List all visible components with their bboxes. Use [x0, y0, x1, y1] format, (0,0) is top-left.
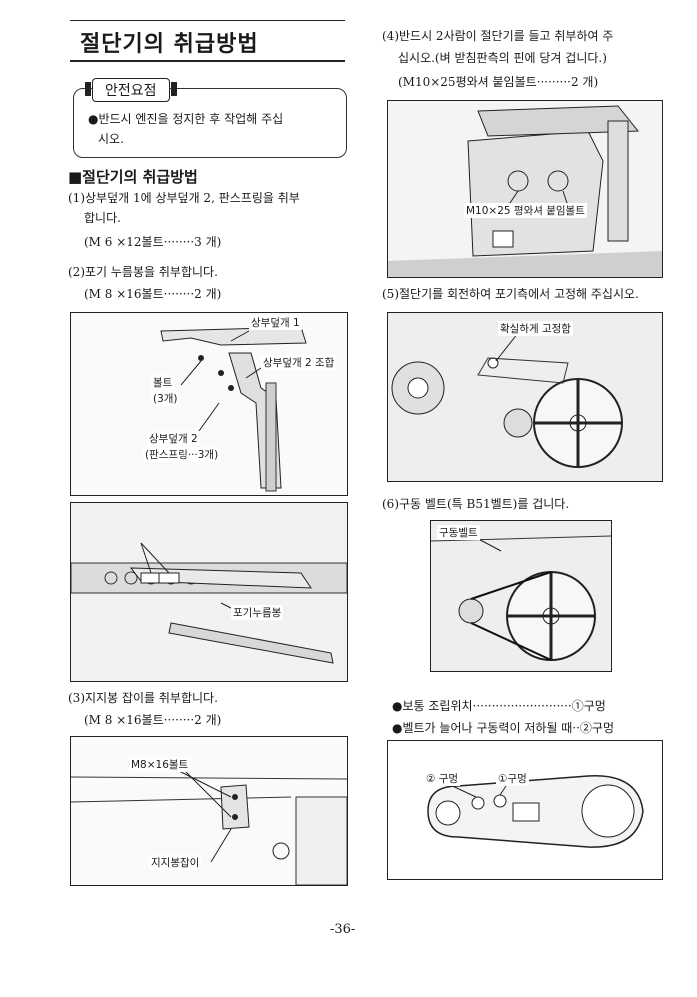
- step5-line1: (5)절단기를 회전하여 포기측에서 고정해 주십시오.: [382, 287, 639, 301]
- note-belt-stretch: ●벨트가 늘어나 구동력이 저하될 때··②구멍: [392, 721, 614, 735]
- figure-cutter-mount: M10×25 평와셔 붙임볼트: [387, 100, 663, 278]
- safety-line-1: ●반드시 엔진을 정지한 후 작업해 주십: [88, 112, 284, 126]
- figure-cover-assembly: 상부덮개 1 상부덮개 2 조합 볼트 (3개) 상부덮개 2 (판스프링···…: [70, 312, 348, 496]
- step4-parts: (M10×25평와셔 붙임볼트·········2 개): [398, 75, 599, 89]
- title-bottom-rule: [70, 60, 345, 62]
- safety-line-2: 시오.: [98, 132, 124, 146]
- step1-parts: (M 6 ×12볼트········3 개): [84, 235, 222, 249]
- label-m8-bolt: M8×16볼트: [129, 757, 191, 772]
- label-cover-2: 상부덮개 2: [147, 431, 200, 446]
- figure-belt-cover-holes: ② 구멍 ①구멍: [387, 740, 663, 880]
- figure-cutter-fix: 확실하게 고정함: [387, 312, 663, 482]
- step1-line2: 합니다.: [84, 211, 121, 225]
- step4-line2: 십시오.(벼 받침판측의 핀에 당겨 겁니다.): [398, 51, 607, 65]
- label-hole-2: ② 구멍: [424, 771, 461, 786]
- step3-line1: (3)지지봉 잡이를 취부합니다.: [68, 691, 218, 705]
- cutter-fix-drawing: [388, 313, 662, 481]
- note-normal-position: ●보통 조립위치··························①구멍: [392, 699, 606, 713]
- support-grip-drawing: [71, 737, 347, 885]
- label-hole-1: ①구멍: [496, 771, 529, 786]
- safety-badge: 안전요점: [85, 78, 177, 102]
- label-support-grip: 지지봉잡이: [149, 855, 202, 870]
- belt-cover-holes-drawing: [427, 775, 644, 848]
- step4-line1: (4)반드시 2사람이 절단기를 들고 취부하여 주: [382, 29, 614, 43]
- step3-parts: (M 8 ×16볼트········2 개): [84, 713, 222, 727]
- step6-line1: (6)구동 벨트(특 B51벨트)를 겁니다.: [382, 497, 570, 511]
- figure-support-grip: M8×16볼트 지지봉잡이: [70, 736, 348, 886]
- label-fix-firmly: 확실하게 고정함: [498, 321, 573, 336]
- step2-line1: (2)포기 누름봉을 취부합니다.: [68, 265, 218, 279]
- safety-box: ●반드시 엔진을 정지한 후 작업해 주십 시오.: [73, 88, 347, 158]
- drive-belt-drawing: [431, 521, 611, 671]
- label-cover-1: 상부덮개 1: [249, 315, 302, 330]
- label-bolt-qty: (3개): [151, 391, 180, 406]
- press-rod-drawing: [71, 503, 347, 681]
- cutter-mount-drawing: [388, 101, 662, 277]
- label-leaf-spring: (판스프링···3개): [143, 447, 221, 462]
- step2-parts: (M 8 ×16볼트········2 개): [84, 287, 222, 301]
- page-number: -36-: [330, 922, 356, 937]
- title-top-rule: [70, 20, 345, 21]
- label-bolt: 볼트: [151, 375, 175, 390]
- label-drive-belt: 구동벨트: [437, 525, 480, 540]
- figure-drive-belt: 구동벨트: [430, 520, 612, 672]
- cover-assembly-drawing: [71, 313, 347, 495]
- page-title: 절단기의 취급방법: [80, 32, 259, 57]
- label-cover-2-assembly: 상부덮개 2 조합: [261, 355, 337, 370]
- label-m10-bolt: M10×25 평와셔 붙임볼트: [464, 203, 587, 218]
- section-heading: ■절단기의 취급방법: [68, 168, 198, 186]
- figure-press-rod: 포기누름봉: [70, 502, 348, 682]
- step1-line1: (1)상부덮개 1에 상부덮개 2, 판스프링을 취부: [68, 191, 300, 205]
- label-press-rod: 포기누름봉: [231, 605, 284, 620]
